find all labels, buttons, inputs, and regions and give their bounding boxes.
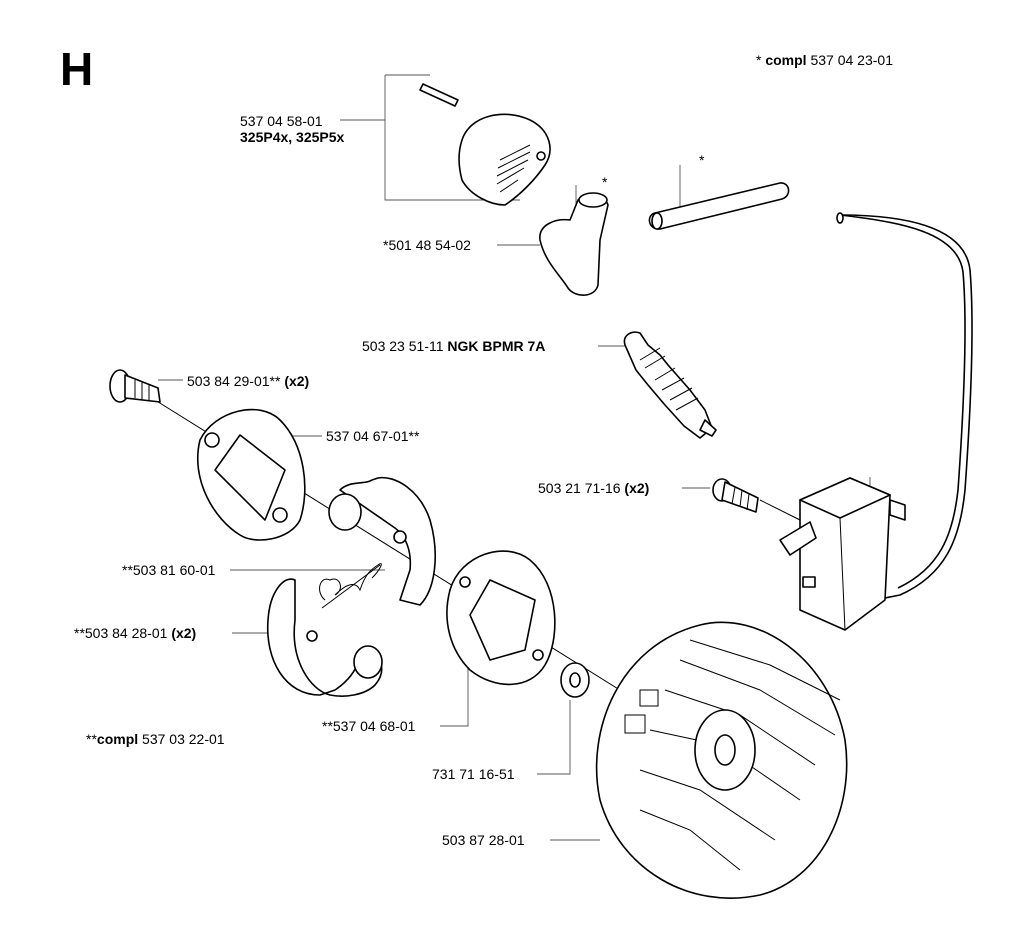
part-label-washer: 731 71 16-51 [432,766,515,782]
part-label-clutch-plate-inner: **537 04 68-01 [322,718,416,734]
part-label-clutch-plate-outer: 537 04 67-01** [326,428,420,444]
section-letter: H [60,43,94,95]
part-label-clutch-spring: **503 81 60-01 [122,562,216,578]
pin [419,83,459,107]
clutch-kit-note: **compl 537 03 22-01 [86,731,225,747]
part-label-spark-plug-cover: 537 04 58-01 325P4x, 325P5x [240,113,345,145]
shoulder-screw-shape [109,369,161,403]
part-label-ignition-screw: 503 21 71-16 (x2) [538,480,650,496]
star-marker-wire-sleeve: * [699,152,705,168]
part-label-spark-plug: 503 23 51-11 NGK BPMR 7A [362,338,546,354]
part-label-spark-plug-boot: *501 48 54-02 [383,237,471,253]
wire-sleeve-shape [648,182,790,230]
ignition-kit-note: * compl 537 04 23-01 [756,52,893,68]
ignition-wire-shape [836,212,973,599]
ignition-screw-shape [712,478,759,513]
clutch-plate-inner-shape [446,550,556,686]
clutch-plate-outer-shape [197,408,306,541]
star-marker-boot: * [602,174,608,190]
washer-shape [560,662,590,698]
ignition-module-shape [779,477,906,631]
spark-plug-cover-shape [458,113,551,206]
flywheel-shape [595,621,848,899]
spark-plug-boot-shape [539,192,609,296]
part-label-flywheel: 503 87 28-01 [442,832,525,848]
spark-plug-shape [623,331,717,439]
clutch-spring-shape [319,563,382,609]
part-label-clutch-shoe: **503 84 28-01 (x2) [74,625,197,641]
clutch-shoe-upper-shape [328,476,436,606]
part-label-shoulder-screw: 503 84 29-01** (x2) [187,373,310,389]
clutch-shoe-lower-shape [266,578,383,697]
